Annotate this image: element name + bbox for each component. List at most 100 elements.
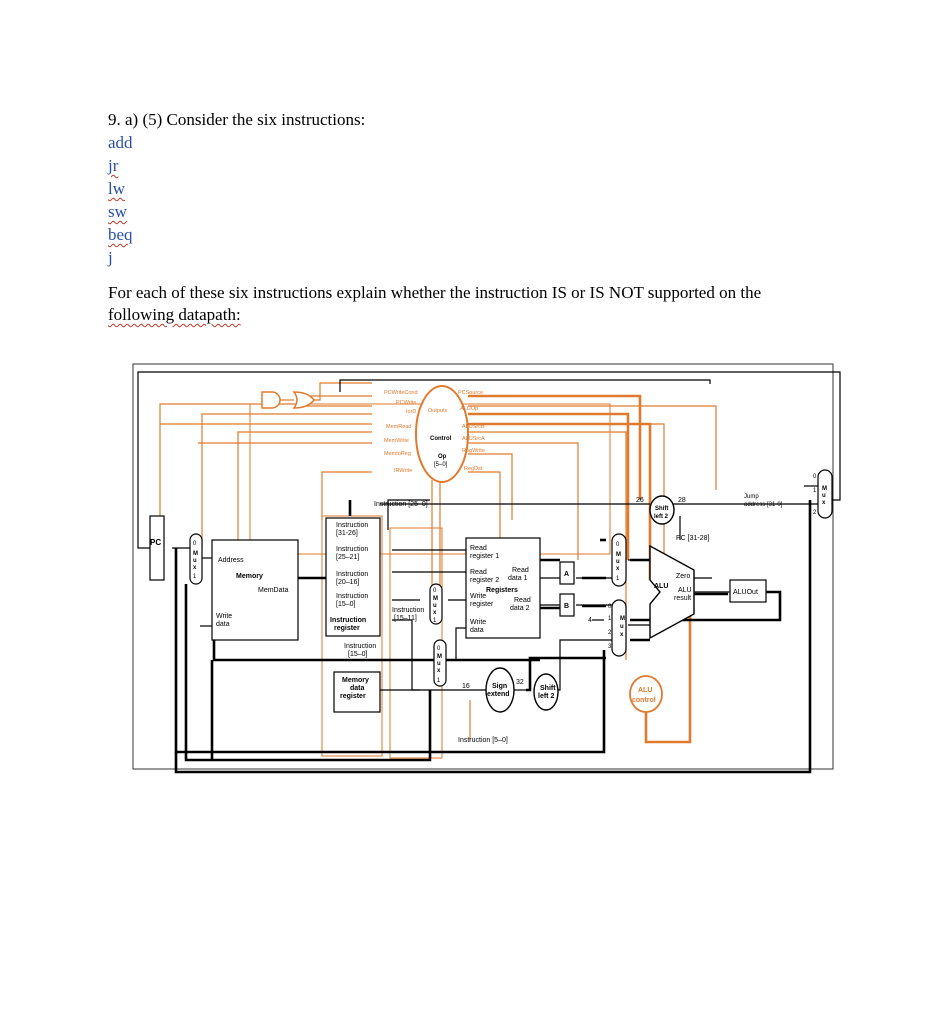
and-gate [261,391,281,409]
instruction-lw: lw [108,179,125,198]
mux-memtoreg-1: 1 [437,678,441,684]
mem-write-data-label1: Write [216,613,232,620]
bits-28-label: 28 [678,497,686,504]
mux-pcsource-1: 1 [813,488,817,494]
sign-extend-b: extend [487,691,510,698]
register-a-label: A [564,571,569,578]
mux-memtoreg-0: 0 [437,646,441,652]
sig-regdst: RegDst [464,466,483,472]
sig-memtoreg: MemtoReg [384,451,411,457]
mux-regdst-0: 0 [433,588,437,594]
read-reg1-a: Read [470,545,487,552]
sig-iord: IorD [406,409,416,415]
bits-32-label: 32 [516,679,524,686]
instruction-register [325,517,381,637]
mux-memtoreg-m: M [437,654,442,660]
control-unit [415,385,469,483]
mdr-instr-15-0-a: Instruction [344,643,376,650]
registers-label: Registers [486,587,518,594]
mux-regdst-m: M [433,596,438,602]
datapath-wires [137,371,841,691]
mdr-instr-15-0-b: [15–0] [348,651,368,658]
ir-label-1: Instruction [330,617,366,624]
mux-pcsource-m: M [822,486,827,492]
mux-alusrcb-2: 2 [608,630,612,636]
or-gate [292,391,315,409]
jump-address-b: address [31-0] [744,502,783,508]
shift-left2-lower [533,673,559,711]
sig-irwrite: IRWrite [394,468,412,474]
mux-memtoreg [433,639,447,687]
sig-memread: MemRead [386,424,411,430]
mux-pcsource [817,469,833,519]
mux-alusrca-u: u [616,559,620,565]
datapath-wires-thick [174,500,782,762]
instr-15-11-a: Instruction [392,607,424,614]
register-b-label: B [564,603,569,610]
ir-31-26-a: Instruction [336,522,368,529]
question-prompt-line2-text: following datapath: [108,305,241,324]
control-label: Control [430,436,452,442]
alu-control-a: ALU [638,687,652,694]
shift-upper-b: left 2 [654,514,669,520]
read-data2-a: Read [514,597,531,604]
mux-alusrca-x: x [616,566,620,572]
aluout-register [729,579,767,603]
alu-control-b: control [632,697,656,704]
instruction-sw: sw [108,202,127,221]
pc-label: PC [150,538,161,547]
instr-15-11-b: [15–11] [394,615,417,622]
sig-alusrca: ALUSrcA [462,436,485,442]
read-reg1-b: register 1 [470,553,499,560]
memory-data-register [333,671,381,713]
ir-15-0-a: Instruction [336,593,368,600]
pc-31-28-label: PC [31-28] [676,535,710,542]
question-header: 9. a) (5) Consider the six instructions: [108,110,366,129]
mem-write-data-label2: data [216,621,230,628]
aluout-label: ALUOut [733,589,758,596]
ir-20-16-b: [20–16] [336,579,359,586]
mux-iord-1: 1 [193,574,197,580]
mdr-label-2: data [350,685,365,692]
read-data1-b: data 1 [508,575,528,582]
bits-16-label: 16 [462,683,470,690]
sign-extend [485,667,515,713]
sig-alusrcb: ALUSrcB [462,424,485,430]
sig-pcwritecond: PCWriteCond [384,390,418,396]
diagram-frame [132,363,834,770]
bits-26-label: 26 [636,497,644,504]
ir-15-0-b: [15–0] [336,601,356,608]
mux-regdst-1: 1 [433,618,437,624]
read-reg2-b: register 2 [470,577,499,584]
mux-alusrcb-x: x [620,632,624,638]
mux-alusrca [611,533,627,587]
mux-alusrca-m: M [616,552,621,558]
mux-alusrcb-u: u [620,624,624,630]
mux-pcsource-x: x [822,500,826,506]
mux-alusrcb [611,599,627,657]
sig-regwrite: RegWrite [462,448,485,454]
memdata-label: MemData [258,587,288,594]
alu-result-b: result [674,595,691,602]
ir-25-21-b: [25–21] [336,554,359,561]
alu-result-a: ALU [678,587,692,594]
mux-alusrcb-m: M [620,616,625,622]
memory-label: Memory [236,573,263,580]
mux-memtoreg-x: x [437,668,441,674]
register-b [559,593,575,617]
read-data2-b: data 2 [510,605,530,612]
question-prompt-line1: For each of these six instructions expla… [108,283,762,302]
write-data-b: data [470,627,484,634]
read-data1-a: Read [512,567,529,574]
write-reg-a: Write [470,593,486,600]
control-outputs-label: Outputs [428,408,448,414]
instruction-add: add [108,133,133,152]
op-bits-label: [5–0] [434,462,448,468]
ir-label-2: register [334,625,360,632]
alu-zero-label: Zero [676,573,691,580]
shift-lower-b: left 2 [538,693,554,700]
mux-iord-x: x [193,565,197,571]
register-a [559,561,575,585]
instruction-beq: beq [108,225,133,244]
